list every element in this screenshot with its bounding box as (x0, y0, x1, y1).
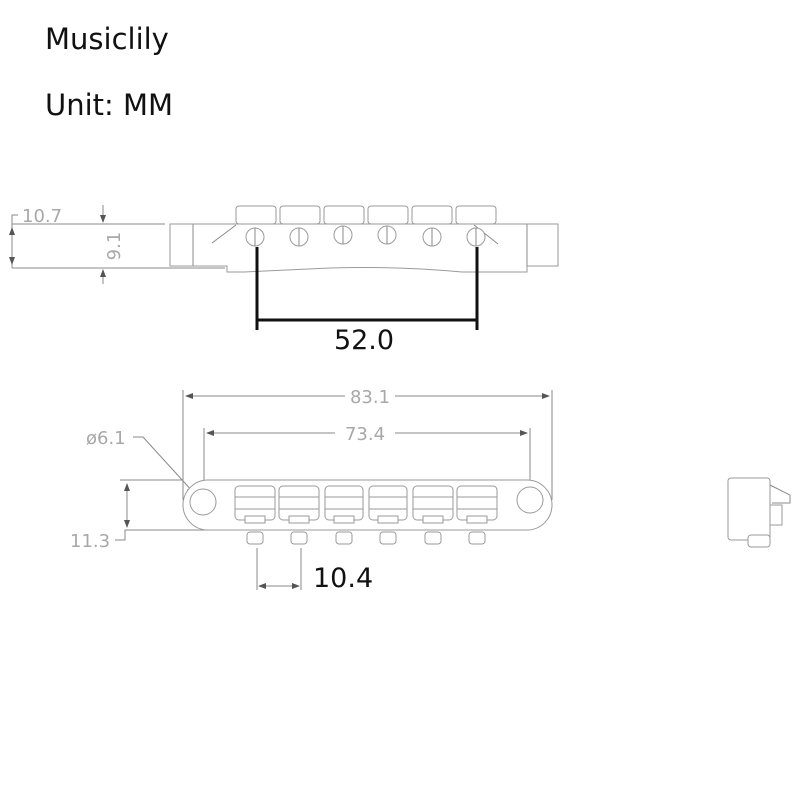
dim-body-height: 11.3 (70, 531, 110, 552)
front-view: 83.1 73.4 ø6.1 11.3 10.4 (70, 387, 553, 594)
brand-title: Musiclily (45, 22, 169, 56)
dim-hole-spacing: 73.4 (345, 424, 385, 445)
dim-overall-length: 83.1 (350, 387, 390, 408)
dim-saddle-spacing: 10.4 (313, 563, 373, 594)
dim-string-span: 52.0 (334, 325, 394, 356)
dim-height-body: 9.1 (104, 232, 125, 261)
side-view (727, 477, 791, 548)
dim-height-total: 10.7 (22, 206, 62, 227)
dim-hole-diameter: ø6.1 (86, 428, 126, 449)
top-view: 10.7 9.1 52.0 (9, 205, 559, 356)
unit-label: Unit: MM (45, 88, 174, 122)
